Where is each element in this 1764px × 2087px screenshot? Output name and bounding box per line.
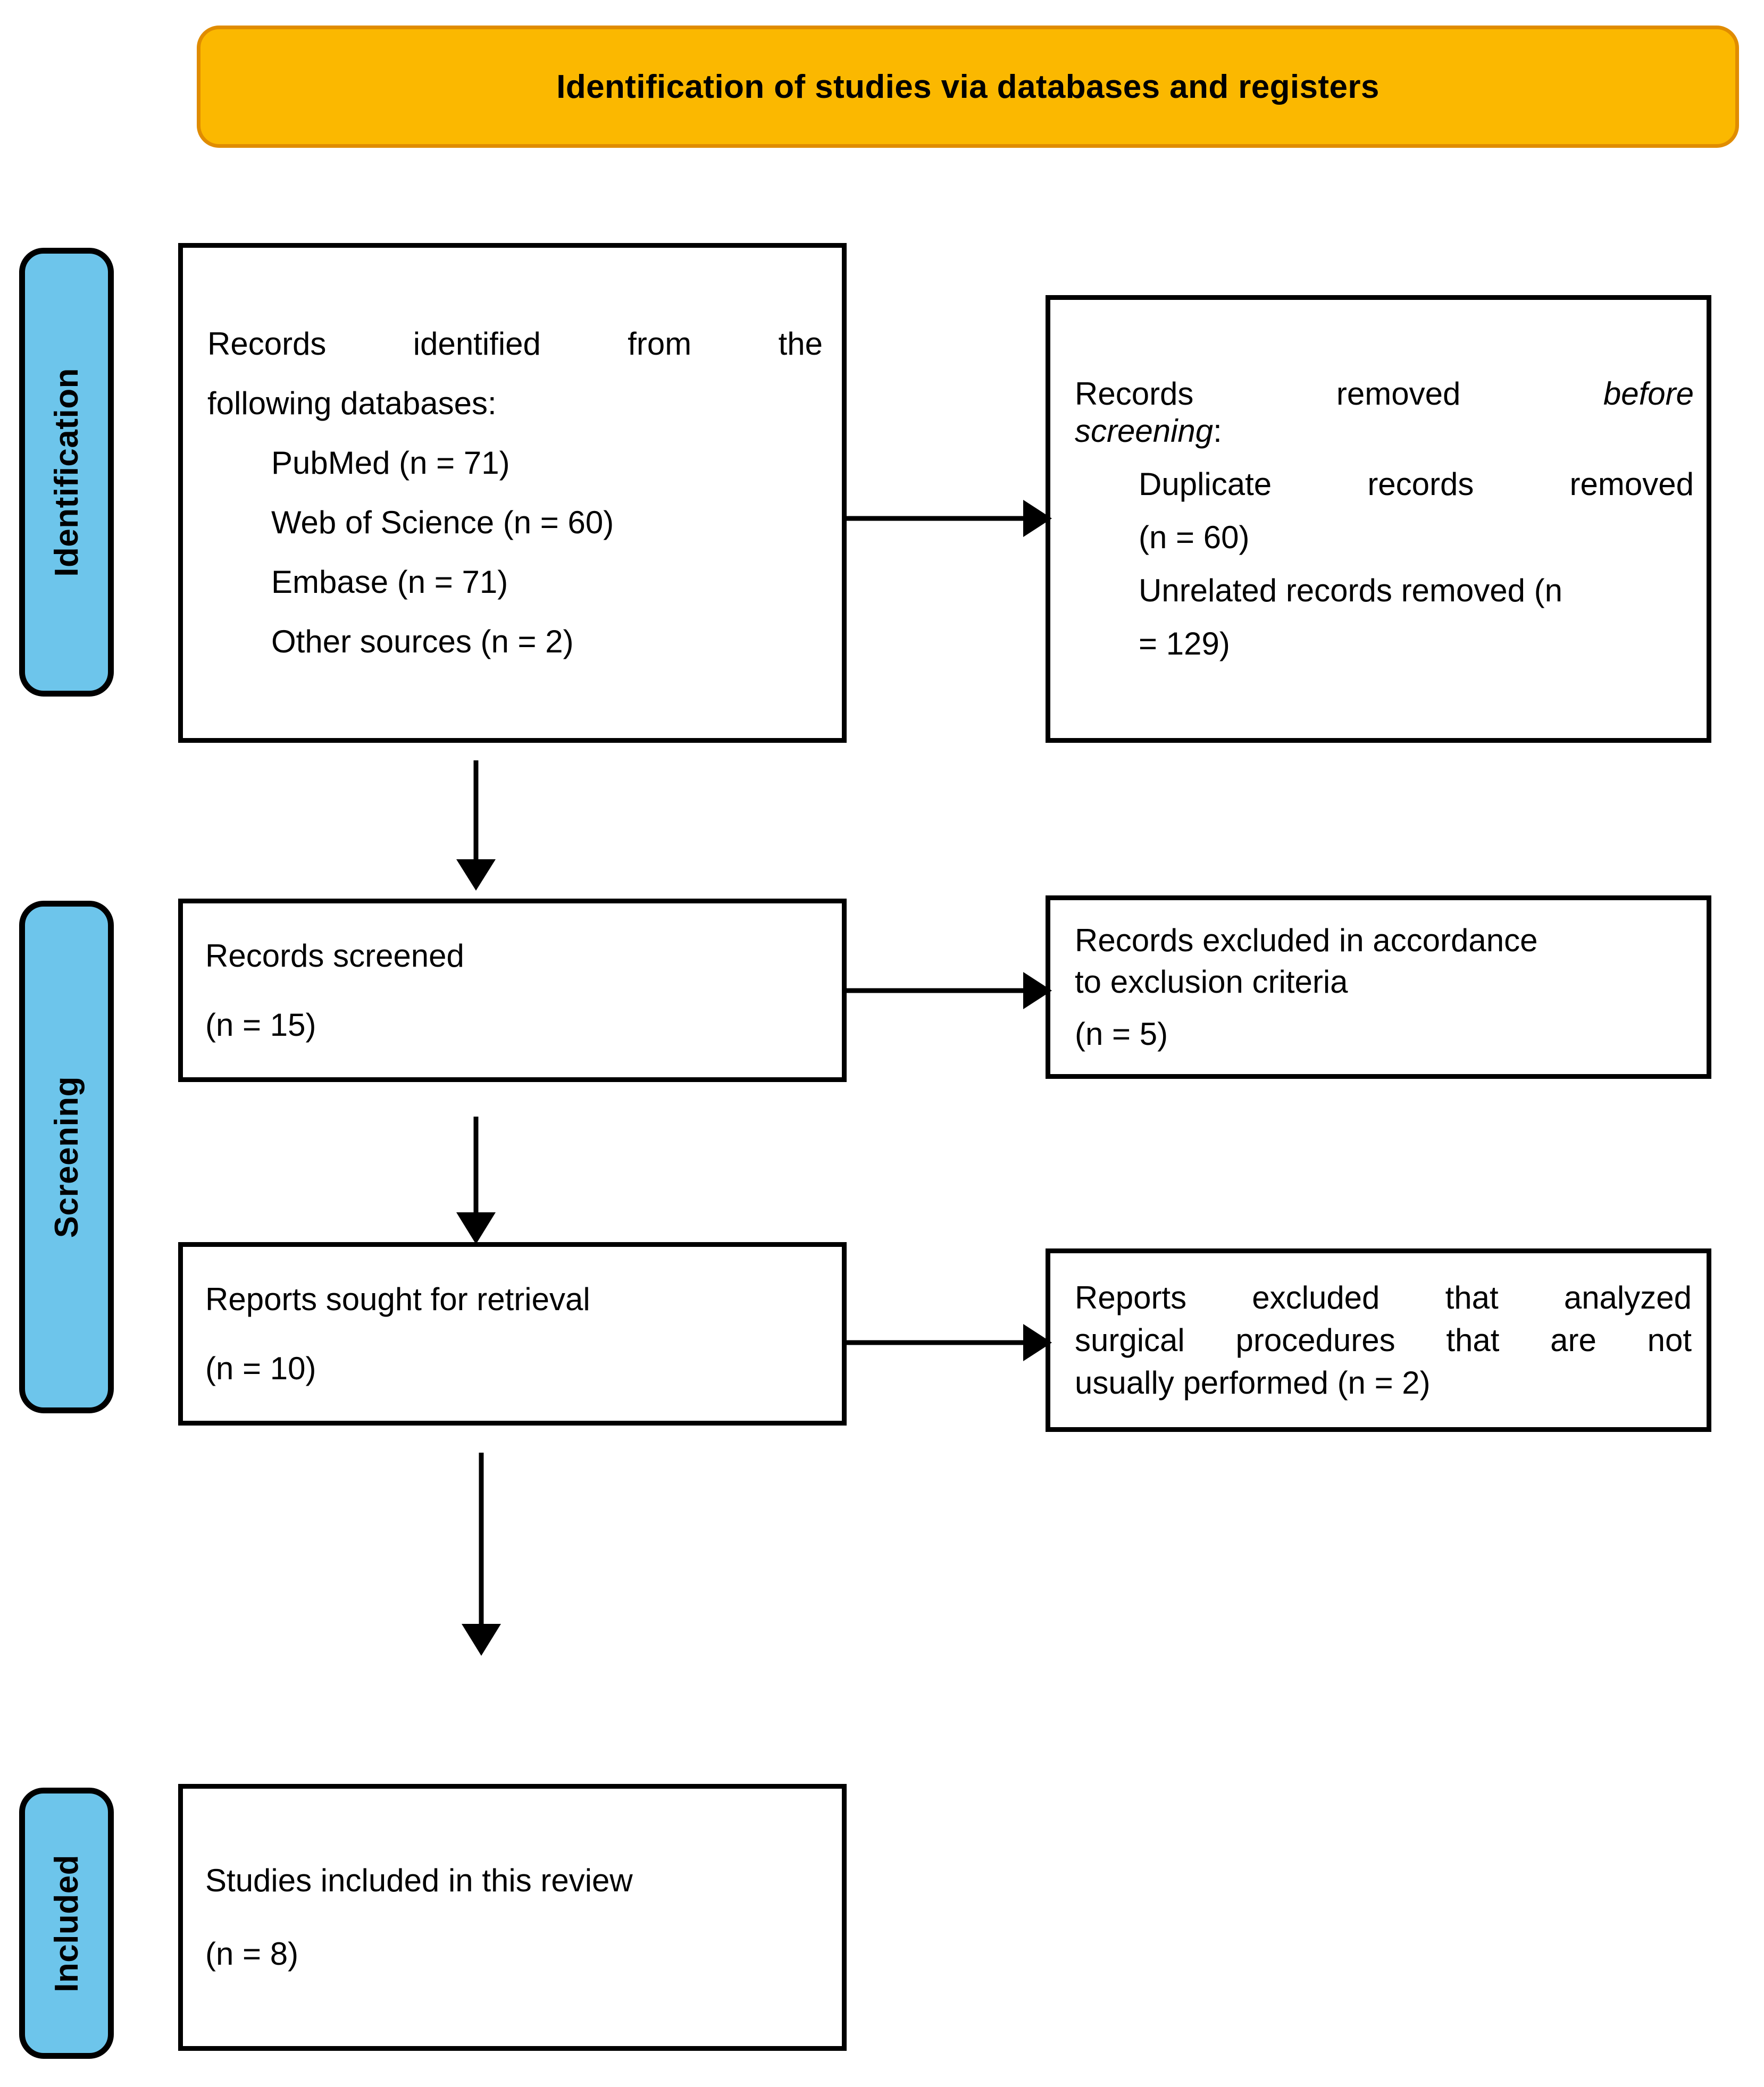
stage-tab-identification-label: Identification xyxy=(48,367,85,577)
records-identified-source-embase: Embase (n = 71) xyxy=(271,564,508,600)
records-removed-unrelated-line2: = 129) xyxy=(1139,626,1230,661)
records-removed-duplicates-line1: Duplicate records removed xyxy=(1139,466,1694,502)
box-records-excluded-criteria: Records excluded in accordance to exclus… xyxy=(1046,895,1711,1079)
connector-screened-to-excluded xyxy=(843,967,1056,1015)
stage-tab-identification: Identification xyxy=(19,248,114,697)
diagram-header-banner: Identification of studies via databases … xyxy=(197,26,1739,148)
records-removed-line1: Records removed before xyxy=(1075,378,1694,410)
connector-screened-to-sought xyxy=(447,1117,505,1250)
box-studies-included: Studies included in this review (n = 8) xyxy=(178,1784,847,2051)
records-removed-line1-italic: before xyxy=(1603,376,1694,412)
records-identified-source-other: Other sources (n = 2) xyxy=(271,624,574,659)
connector-identified-to-screened xyxy=(447,760,505,893)
studies-included-count: (n = 8) xyxy=(205,1936,299,1972)
records-screened-count: (n = 15) xyxy=(205,1007,316,1043)
box-records-removed: Records removed before screening: Duplic… xyxy=(1046,295,1711,743)
records-identified-source-pubmed: PubMed (n = 71) xyxy=(271,445,510,481)
stage-tab-included: Included xyxy=(19,1788,114,2059)
records-removed-duplicates-line2: (n = 60) xyxy=(1139,519,1250,555)
records-removed-line1-text: Records removed xyxy=(1075,376,1603,412)
records-identified-line2: following databases: xyxy=(207,385,497,421)
reports-excluded-line1: Reports excluded that analyzed xyxy=(1075,1279,1692,1315)
page-title: Identification of studies via databases … xyxy=(556,68,1380,105)
box-records-identified: Records identified from the following da… xyxy=(178,243,847,743)
records-excluded-line2: to exclusion criteria xyxy=(1075,963,1348,1000)
connector-sought-to-reports-excluded xyxy=(843,1319,1056,1367)
records-removed-line2-italic: screening xyxy=(1075,413,1214,449)
records-removed-line2-tail: : xyxy=(1213,413,1222,449)
reports-excluded-line3: usually performed (n = 2) xyxy=(1075,1364,1431,1401)
stage-tab-screening-label: Screening xyxy=(48,1076,85,1238)
reports-excluded-line2: surgical procedures that are not xyxy=(1075,1322,1692,1358)
box-reports-sought: Reports sought for retrieval (n = 10) xyxy=(178,1242,847,1426)
records-screened-label: Records screened xyxy=(205,937,464,974)
studies-included-label: Studies included in this review xyxy=(205,1863,633,1898)
box-records-screened: Records screened (n = 15) xyxy=(178,899,847,1082)
connector-sought-to-included xyxy=(452,1453,511,1660)
connector-identified-to-removed xyxy=(843,494,1056,542)
box-reports-excluded: Reports excluded that analyzed surgical … xyxy=(1046,1248,1711,1432)
records-identified-source-web-of-science: Web of Science (n = 60) xyxy=(271,505,614,540)
reports-sought-label: Reports sought for retrieval xyxy=(205,1281,590,1317)
records-removed-unrelated-line1: Unrelated records removed (n xyxy=(1139,573,1563,608)
records-removed-line2: screening: xyxy=(1075,415,1694,447)
records-identified-line1: Records identified from the xyxy=(207,326,823,362)
records-excluded-line1: Records excluded in accordance xyxy=(1075,922,1538,958)
records-excluded-count: (n = 5) xyxy=(1075,1016,1168,1052)
stage-tab-included-label: Included xyxy=(48,1854,85,1992)
stage-tab-screening: Screening xyxy=(19,901,114,1413)
reports-sought-count: (n = 10) xyxy=(205,1350,316,1386)
